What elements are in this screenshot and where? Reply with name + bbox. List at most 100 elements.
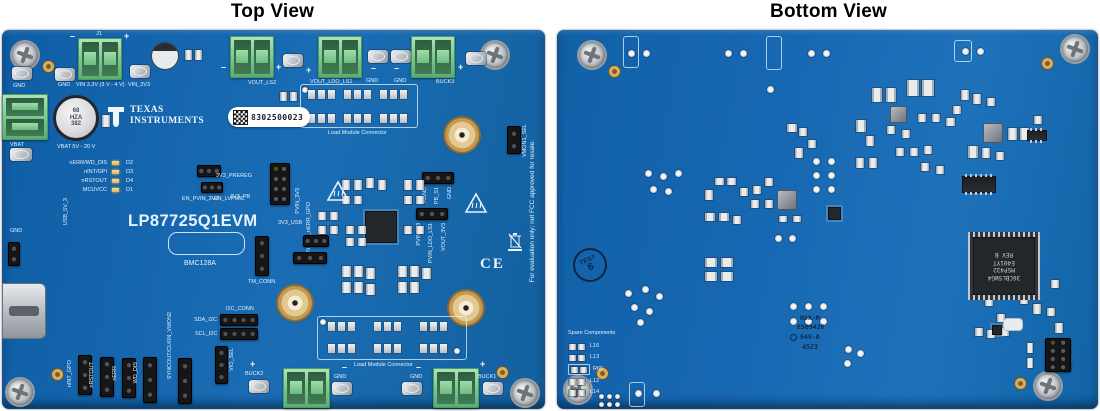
smd-component — [404, 180, 412, 190]
smd-component — [422, 268, 431, 279]
smd-component — [1051, 280, 1059, 288]
ce-mark: CE — [480, 256, 505, 272]
smd-component — [318, 226, 326, 234]
gnd-label: GND — [410, 374, 423, 380]
j1-refdes: J1 — [96, 31, 102, 37]
load-module-connector-top — [300, 84, 418, 128]
smd-component — [705, 213, 715, 221]
spare-item-label: L12 — [590, 378, 600, 384]
smd-component — [354, 282, 363, 293]
connector-pad — [308, 114, 315, 123]
smd-component — [907, 80, 919, 96]
smd-component — [856, 158, 864, 168]
led — [112, 161, 119, 165]
test-point — [368, 50, 388, 63]
jumper-vmon1-sel — [507, 126, 521, 154]
via — [599, 394, 604, 399]
smd-component — [779, 216, 787, 222]
weee-icon — [508, 233, 522, 251]
jumper-nint-gpo — [78, 355, 92, 395]
vbat-label: VBAT — [10, 142, 24, 148]
connector-pad — [390, 90, 397, 99]
terminal-block-buck1 — [433, 368, 479, 408]
nerr-label: nERR — [112, 366, 118, 381]
smd-component — [924, 146, 932, 154]
jumper-nerr — [122, 358, 136, 398]
jumper-usb — [8, 242, 20, 266]
jumper-sda — [220, 314, 258, 326]
ul-mark-icon — [790, 334, 797, 341]
smd-component — [346, 238, 354, 246]
via — [823, 50, 830, 57]
smd-component — [765, 178, 773, 186]
smd-component — [1047, 308, 1055, 316]
via — [813, 186, 820, 193]
spare-part — [569, 355, 576, 361]
smd-component — [997, 314, 1005, 322]
connector-pad — [328, 114, 335, 123]
gnd-label: GND — [366, 78, 379, 84]
led — [112, 188, 119, 192]
board-name: LP87725Q1EVM — [128, 212, 258, 230]
jumper-vio-sel — [215, 346, 228, 384]
via — [615, 394, 620, 399]
gold-via — [597, 368, 608, 379]
connector-pad — [380, 90, 387, 99]
smd-component — [799, 128, 807, 136]
hot-surface-warning-icon — [326, 180, 350, 201]
screw — [512, 380, 538, 406]
jumper — [303, 235, 329, 247]
syncout-label: SYNCOUT/CLKIN_VMON2 — [167, 312, 173, 380]
qr-code-icon — [233, 109, 248, 125]
via — [790, 318, 797, 325]
scl-label: SCL_I2C — [195, 331, 218, 337]
via — [650, 186, 657, 193]
spare-part — [578, 344, 585, 350]
connector-pad — [344, 114, 351, 123]
spare-part — [569, 379, 576, 385]
brand-line1: TEXAS — [130, 105, 164, 115]
via — [656, 293, 663, 300]
via — [675, 170, 682, 177]
via — [660, 173, 667, 180]
via — [635, 390, 642, 397]
connector-pad — [354, 90, 361, 99]
via — [625, 290, 632, 297]
buck1-label: BUCK1 — [478, 374, 497, 380]
smd-component — [793, 216, 801, 222]
via — [820, 318, 827, 325]
vout-ls2-label: VOUT_LS2 — [248, 80, 277, 86]
smd-component — [358, 226, 366, 234]
smd-component — [378, 180, 386, 190]
via — [725, 50, 732, 57]
connector-pad — [328, 90, 335, 99]
minus-mark: – — [221, 62, 227, 72]
spare-part — [571, 367, 578, 373]
connector-pad — [308, 90, 315, 99]
jumper-nrstout — [100, 357, 114, 397]
connector-pad — [390, 114, 397, 123]
smd-component — [354, 266, 363, 277]
jumper — [201, 182, 223, 193]
cap-marking: 382 — [70, 121, 81, 128]
connector-pad — [374, 322, 381, 331]
diode — [1028, 128, 1046, 143]
test-point — [283, 54, 303, 67]
top-view-title: Top View — [230, 1, 315, 22]
cap-marking: HZA — [69, 114, 83, 121]
connector-pad — [338, 344, 345, 353]
electrolytic-capacitor: 68 HZA 382 — [53, 95, 99, 141]
connector-pad — [348, 344, 355, 353]
pb-label: 3V3_PB — [230, 194, 251, 200]
screw — [1062, 36, 1088, 62]
smd-component — [961, 90, 969, 100]
via — [643, 50, 650, 57]
via — [857, 350, 864, 357]
nint-gpo-label: nINT_GPO — [67, 360, 73, 388]
smd-component — [416, 226, 424, 234]
smd-component — [721, 258, 733, 267]
mcuvcc-label: MCUVCC — [82, 187, 107, 193]
smd-component — [795, 148, 803, 158]
connector-pad — [318, 114, 325, 123]
sma-connector — [445, 118, 479, 152]
